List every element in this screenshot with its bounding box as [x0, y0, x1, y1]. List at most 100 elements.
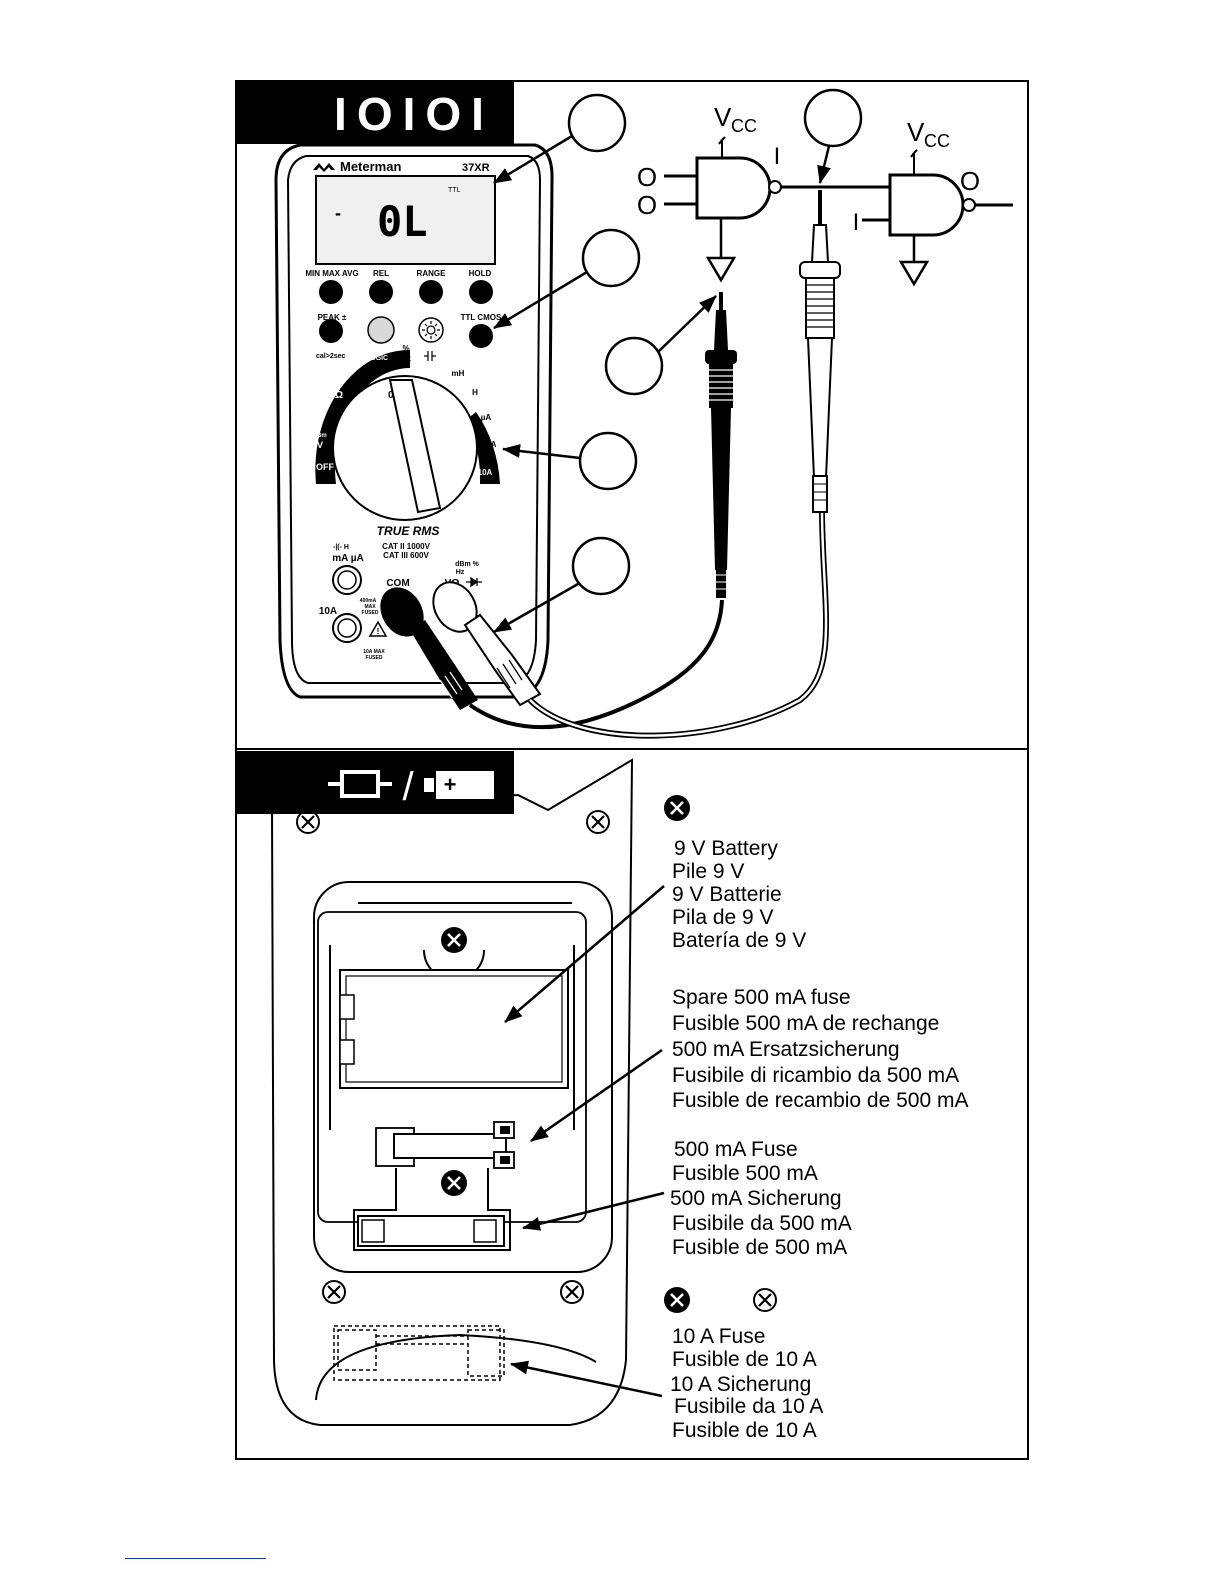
ttl-cmos-button[interactable]: [469, 324, 493, 348]
cat-rating-2: CAT III 600V: [383, 551, 429, 560]
screw-filled-icon: [439, 925, 469, 955]
callout-circle-2: [581, 228, 641, 288]
lcd-mode-ttl: TTL: [448, 187, 461, 194]
input-label-top: O: [637, 162, 657, 192]
jack-label-hz: Hz: [456, 569, 465, 576]
button-label-rel: REL: [373, 269, 389, 278]
backlight-button[interactable]: [418, 317, 444, 343]
input-label-bottom: O: [637, 190, 657, 220]
callouts: [493, 88, 863, 634]
jack-diode-icon: [466, 576, 482, 588]
callout-circle-1: [567, 93, 627, 153]
warning-triangle-icon: [368, 620, 388, 637]
arrow-to-spare-fuse: [530, 1048, 663, 1143]
jack-fused-400: 400mA: [360, 598, 377, 604]
dial-black-ring: [315, 349, 410, 484]
screw-open-icon: [321, 1279, 347, 1305]
dial-diode-icon: [340, 367, 356, 375]
com-plug-black[interactable]: [372, 579, 478, 710]
fuse-10a-dashed: [333, 1325, 505, 1381]
dial-label-percent: %: [402, 344, 409, 353]
jack-label-dbm: dBm %: [455, 561, 480, 568]
peak-button[interactable]: [319, 319, 343, 343]
dial-zero-mark: 0: [388, 390, 394, 401]
10a-jack-inner: [337, 618, 357, 638]
spare-fuse-label-de: 500 mA Ersatzsicherung: [672, 1038, 900, 1061]
button-label-hold: HOLD: [469, 269, 492, 278]
battery-9v: [339, 969, 569, 1089]
meterman-logo-icon: [313, 163, 335, 172]
ground-left: [705, 218, 737, 283]
black-test-probe[interactable]: [705, 292, 737, 598]
spare-fuse-500ma: [375, 1121, 515, 1169]
dial-label-dbm: dBm: [313, 433, 326, 439]
jack-10a-max: 10A MAX: [363, 649, 385, 655]
dial-label-10a: 10A: [478, 468, 493, 477]
fuse500-label-fr: Fusible 500 mA: [672, 1162, 818, 1185]
arrow-to-fuse-10a: [510, 1360, 663, 1398]
lcd-minus-sign: -: [335, 203, 341, 223]
callout-circle-4: [578, 431, 638, 491]
spare-fuse-label-it: Fusibile di ricambio da 500 mA: [672, 1064, 959, 1087]
battery-symbol-icon: [424, 771, 494, 799]
arrow-to-battery: [504, 885, 665, 1023]
jack-label-ma-ua: mA µA: [332, 553, 364, 564]
vcc-left-pin: [718, 136, 726, 158]
header-code-ioioi: IOIOI: [334, 88, 494, 140]
backlight-sun-icon: [422, 321, 440, 339]
dial-label-logic: LOGIC: [366, 355, 388, 362]
rotary-selector[interactable]: 0 LOGIC % Hz mH H µA mA 10A OFF dBm V V …: [313, 344, 500, 521]
button-label-range: RANGE: [417, 269, 447, 278]
arrow-to-fuse-500ma: [522, 1191, 665, 1231]
meter-brand: Meterman: [340, 159, 401, 174]
vohm-plug-white[interactable]: [425, 574, 542, 707]
dial-capacitor-icon: [424, 351, 436, 361]
top-panel: IOIOI Meterman 37XR - 0L TTL MIN MAX AVG…: [235, 80, 1029, 750]
label-group-fuse-10a: 10 A Fuse Fusible de 10 A 10 A Sicherung…: [670, 1325, 823, 1442]
min-max-avg-button[interactable]: [319, 280, 343, 304]
range-button[interactable]: [419, 280, 443, 304]
white-test-probe[interactable]: [799, 190, 841, 513]
spare-fuse-label-fr: Fusible 500 mA de rechange: [672, 1012, 939, 1035]
legend-screw-open-icon: [752, 1287, 778, 1313]
true-rms-label: TRUE RMS: [377, 524, 440, 538]
rel-button[interactable]: [369, 280, 393, 304]
dial-label-mh: mH: [452, 369, 465, 378]
white-lead-wire-core: [529, 509, 828, 737]
black-probe-grip-rings: [709, 364, 733, 408]
nand-gate-right: [888, 173, 965, 237]
right-input-label: I: [853, 209, 860, 236]
dial-label-h: H: [472, 388, 478, 397]
white-probe-grip-rings: [805, 277, 835, 339]
fuse500-label-it: Fusibile da 500 mA: [672, 1212, 852, 1235]
lcd-display: [315, 175, 496, 265]
battery-label-es: Batería de 9 V: [672, 929, 806, 952]
callout-circle-6: [803, 88, 863, 148]
fuse10a-label-fr: Fusible de 10 A: [672, 1348, 817, 1371]
jack-10a-fused: FUSED: [366, 655, 383, 661]
vcc-right-sub: CC: [924, 131, 950, 151]
gray-function-button[interactable]: [367, 316, 395, 344]
ma-ua-jack-inner: [337, 570, 357, 590]
fuse-symbol-icon: [328, 770, 392, 798]
jack-fused-max: MAX: [364, 604, 376, 610]
cat-rating-1: CAT II 1000V: [382, 542, 431, 551]
battery-label-en: 9 V Battery: [674, 837, 778, 860]
meter-model: 37XR: [462, 162, 490, 174]
button-label-ttl-cmos: TTL CMOS: [461, 313, 502, 322]
lcd-reading: 0L: [377, 197, 428, 246]
callout-circle-3: [604, 336, 664, 396]
vcc-left: V: [714, 102, 732, 132]
fuse10a-label-it: Fusibile da 10 A: [674, 1395, 823, 1418]
button-label-min-max-avg: MIN MAX AVG: [305, 269, 358, 278]
jack-label-10a: 10A: [319, 606, 337, 617]
footer-rule: [125, 1558, 266, 1559]
screw-open-icon: [585, 809, 611, 835]
fuse500-label-de: 500 mA Sicherung: [670, 1187, 842, 1210]
jack-label-cap-h: -|(- H: [333, 544, 349, 551]
battery-plus-sign: +: [444, 772, 457, 797]
hold-button[interactable]: [469, 280, 493, 304]
compartment-side-rails: [329, 945, 575, 1130]
jack-label-com: COM: [386, 578, 409, 589]
